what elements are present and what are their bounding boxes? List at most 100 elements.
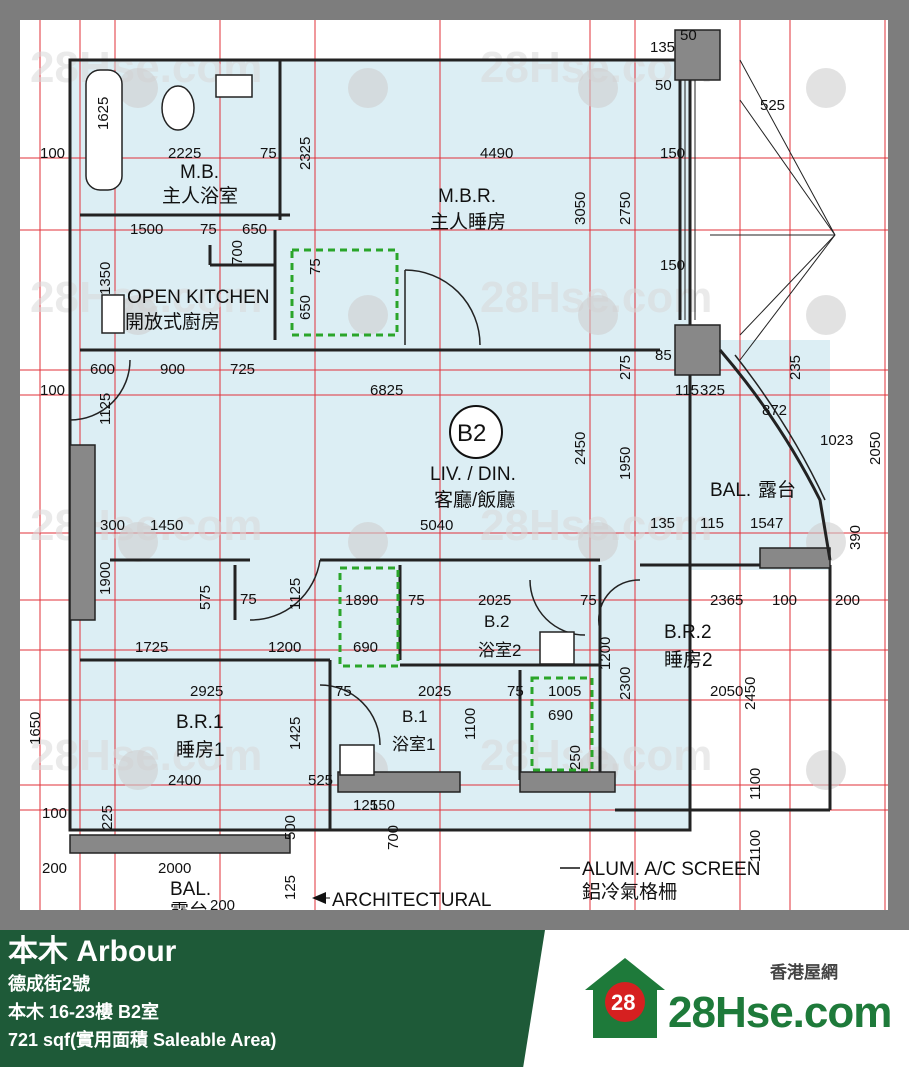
dimension-label: 1725 — [135, 639, 168, 656]
green-dashed-areas — [290, 248, 594, 772]
dimension-label: 75 — [408, 592, 425, 609]
dimension-label: 1450 — [150, 517, 183, 534]
dimension-label: 75 — [580, 592, 597, 609]
dimension-label: 2000 — [158, 860, 191, 877]
room-label: 睡房2 — [664, 649, 713, 671]
dimension-label: 300 — [100, 517, 125, 534]
dimension-label: 1200 — [268, 639, 301, 656]
interior-fill — [70, 60, 690, 830]
dimension-label: 2225 — [168, 145, 201, 162]
dimension-label: 1100 — [747, 830, 764, 862]
dimension-label: 525 — [760, 97, 785, 114]
room-label: 浴室1 — [392, 735, 435, 754]
dimension-label: 1425 — [287, 717, 304, 750]
dimension-label: 872 — [762, 402, 787, 419]
dimension-label: 115 — [700, 515, 724, 532]
dimension-label: 100 — [40, 382, 65, 399]
dimension-label: 6825 — [370, 382, 403, 399]
bathtub — [85, 69, 123, 191]
room-label: B.R.1 — [176, 712, 224, 733]
dimension-label: 75 — [240, 591, 257, 608]
room-label: B.1 — [402, 707, 428, 726]
dimension-label: 75 — [307, 258, 324, 275]
dimension-label: 1005 — [548, 683, 581, 700]
dimension-label: 2450 — [742, 677, 759, 710]
dimension-label: 2300 — [617, 667, 634, 700]
dimension-label: 100 — [772, 592, 797, 609]
dimension-label: 1890 — [345, 592, 378, 609]
fixtures — [85, 69, 575, 776]
logo-28hse[interactable]: 28 — [585, 950, 885, 1050]
dimension-label: 200 — [835, 592, 860, 609]
column-wall — [69, 444, 96, 621]
dimension-label: 75 — [335, 683, 352, 700]
dimension-label: 85 — [655, 347, 672, 364]
dimension-label: 2025 — [418, 683, 451, 700]
dimension-label: 75 — [507, 683, 524, 700]
room-label: BAL. — [710, 480, 751, 501]
dimension-label: 1900 — [97, 562, 114, 595]
badge-icon — [605, 982, 645, 1022]
room-label: B.R.2 — [664, 622, 712, 643]
dimension-label: 75 — [200, 221, 217, 238]
dimension-label: 50 — [680, 27, 697, 44]
dimension-label: 1023 — [820, 432, 853, 449]
dimension-label: 600 — [90, 361, 115, 378]
sink — [215, 74, 253, 98]
dimension-label: 135 — [650, 39, 675, 56]
dimension-label: 100 — [42, 805, 67, 822]
dimension-label: 1100 — [747, 768, 764, 800]
dimension-label: 5040 — [420, 517, 453, 534]
hob — [101, 294, 125, 334]
dimension-label: 900 — [160, 361, 185, 378]
dimension-label: 150 — [660, 257, 685, 274]
dimension-label: 235 — [787, 355, 804, 380]
unit-badge-circle — [449, 405, 503, 459]
room-label: B.2 — [484, 612, 510, 631]
room-label: OPEN KITCHEN — [127, 287, 270, 308]
dimension-label: 2365 — [710, 592, 743, 609]
dimension-label: 50 — [655, 77, 672, 94]
dimension-label: 2325 — [297, 137, 314, 170]
dimension-label: 150 — [370, 797, 395, 814]
logo-chinese: 香港屋網 — [770, 963, 838, 982]
dimension-label: 100 — [40, 145, 65, 162]
walls — [68, 58, 832, 832]
column-wall — [337, 771, 461, 793]
dimension-label: 4490 — [480, 145, 513, 162]
room-label: M.B.R. — [438, 186, 496, 207]
dimension-label: 2050 — [710, 683, 743, 700]
floor-plan-drawing: 28Hse.com 28Hse.com 28Hse.com 28Hse.com … — [20, 20, 888, 910]
dimension-label: 150 — [660, 145, 685, 162]
room-label: M.B. — [180, 162, 219, 183]
column-wall — [674, 29, 721, 81]
logo-text[interactable]: 28Hse.com — [668, 988, 892, 1037]
dimension-label: 1547 — [750, 515, 783, 532]
column-wall — [759, 547, 831, 569]
room-label: 開放式廚房 — [125, 310, 220, 333]
dimension-label: 1125 — [287, 578, 304, 610]
dimension-label: 2450 — [572, 432, 589, 465]
dimension-label: 2025 — [478, 592, 511, 609]
balcony-curve — [718, 349, 832, 561]
dimension-label: 650 — [242, 221, 267, 238]
architectural-label: ARCHITECTURAL — [332, 890, 491, 910]
column-wall — [519, 771, 616, 793]
ac-screen-label: ALUM. A/C SCREEN — [582, 859, 760, 880]
dimension-label: 575 — [197, 585, 214, 610]
dimension-label: 1200 — [597, 637, 614, 670]
basin — [539, 631, 575, 665]
saleable-area: 721 sqf(實用面積 Saleable Area) — [8, 1030, 277, 1050]
dimension-label: 1625 — [95, 97, 112, 130]
dimension-label: 75 — [260, 145, 277, 162]
dimension-label: 650 — [297, 295, 314, 320]
dimension-label: 525 — [308, 772, 333, 789]
dimension-label: 1350 — [97, 262, 114, 295]
room-label: 主人浴室 — [162, 185, 238, 207]
unit-badge: B2 — [457, 420, 486, 447]
dimension-label: 500 — [282, 815, 299, 840]
building-name: 本木 Arbour — [8, 935, 177, 968]
dimension-label: 125 — [282, 875, 299, 900]
dimension-label: 690 — [353, 639, 378, 656]
